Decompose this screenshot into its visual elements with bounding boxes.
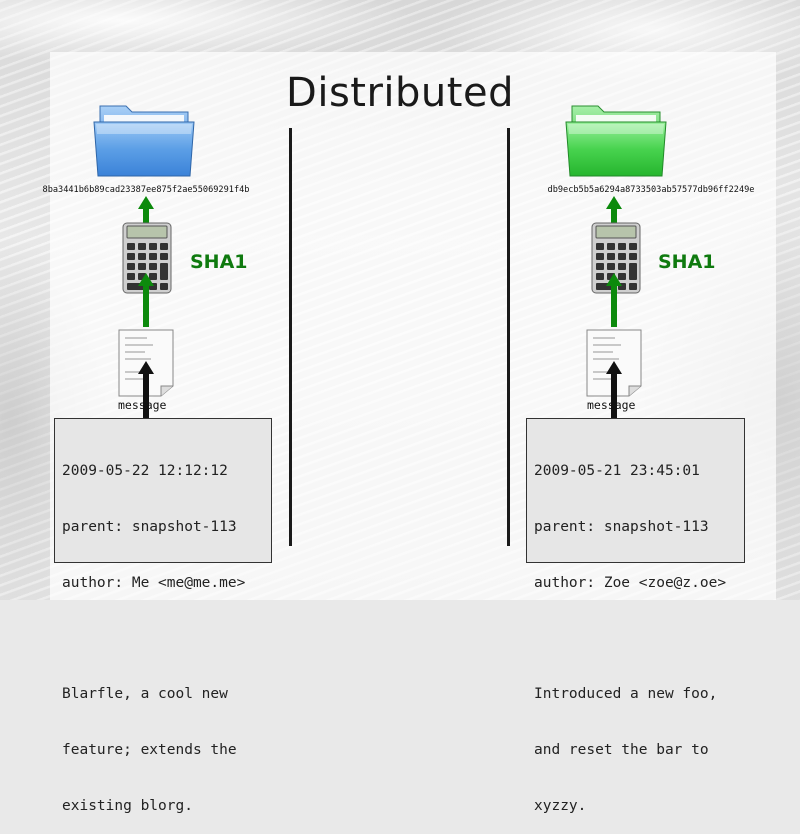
divider-right	[507, 128, 510, 546]
sha1-label-right: SHA1	[658, 251, 716, 273]
commit-parent: parent: snapshot-113	[534, 518, 709, 535]
commit-body-line: feature; extends the	[62, 742, 237, 759]
commit-body-line: existing blorg.	[62, 797, 193, 814]
arrow-up-black	[606, 361, 622, 419]
commit-date: 2009-05-22 12:12:12	[62, 463, 228, 480]
commit-body-line: xyzzy.	[534, 797, 587, 814]
commit-date: 2009-05-21 23:45:01	[534, 463, 700, 480]
arrow-up-green	[606, 196, 622, 230]
commit-body-line: Introduced a new foo,	[534, 686, 718, 703]
slide-title: Distributed	[286, 70, 514, 116]
folder-icon	[93, 105, 195, 177]
commit-body-line: Blarfle, a cool new	[62, 686, 228, 703]
calculator-icon	[122, 222, 172, 294]
sha1-label-left: SHA1	[190, 251, 248, 273]
message-label-right: message	[587, 398, 636, 412]
arrow-up-green	[138, 196, 154, 230]
divider-left	[289, 128, 292, 546]
commit-author: author: Me <me@me.me>	[62, 574, 246, 591]
calculator-icon	[591, 222, 641, 294]
commit-parent: parent: snapshot-113	[62, 518, 237, 535]
message-label-left: message	[118, 398, 167, 412]
arrow-up-black	[138, 361, 154, 419]
hash-right: db9ecb5b5a6294a8733503ab57577db96ff2249e	[547, 185, 755, 195]
arrow-up-green	[606, 273, 622, 327]
folder-icon	[565, 105, 667, 177]
commit-author: author: Zoe <zoe@z.oe>	[534, 574, 727, 591]
commit-box-left: 2009-05-22 12:12:12 parent: snapshot-113…	[54, 418, 272, 814]
commit-box-right: 2009-05-21 23:45:01 parent: snapshot-113…	[526, 418, 745, 814]
arrow-up-green	[138, 273, 154, 327]
hash-left: 8ba3441b6b89cad23387ee875f2ae55069291f4b	[42, 185, 250, 195]
commit-body-line: and reset the bar to	[534, 742, 709, 759]
